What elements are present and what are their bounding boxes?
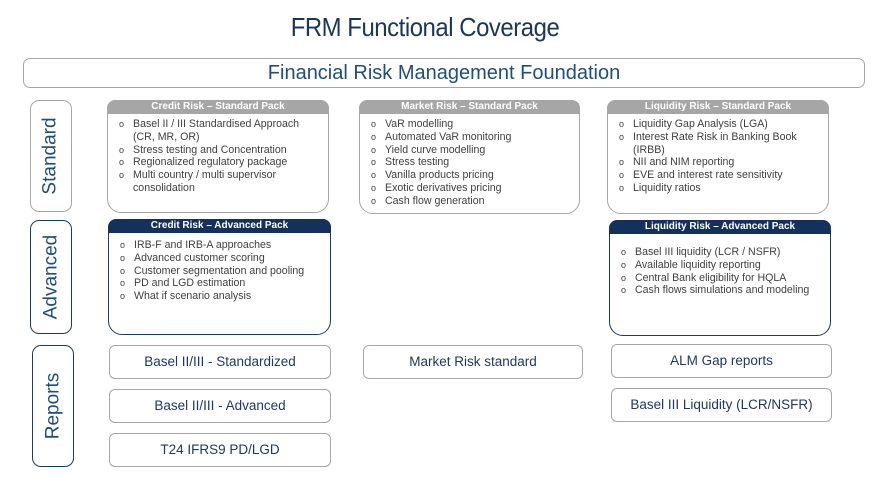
row-label-reports: Reports: [32, 345, 74, 467]
list-item: Stress testing and Concentration: [117, 144, 322, 157]
row-label-advanced-text: Advanced: [40, 234, 62, 320]
pack-liquidity-standard: Liquidity Risk – Standard Pack Liquidity…: [607, 100, 829, 214]
pack-items: IRB-F and IRB-A approaches Advanced cust…: [118, 239, 324, 303]
pack-title: Liquidity Risk – Advanced Pack: [609, 220, 831, 234]
pack-title: Market Risk – Standard Pack: [359, 100, 580, 114]
pack-credit-advanced: Credit Risk – Advanced Pack IRB-F and IR…: [108, 219, 331, 335]
pack-title: Liquidity Risk – Standard Pack: [607, 100, 829, 114]
pack-credit-standard: Credit Risk – Standard Pack Basel II / I…: [107, 100, 329, 213]
list-item: NII and NIM reporting: [617, 156, 822, 169]
list-item: Stress testing: [369, 156, 573, 169]
report-market-risk-standard: Market Risk standard: [363, 345, 583, 379]
report-basel-iii-liquidity: Basel III Liquidity (LCR/NSFR): [611, 388, 832, 422]
report-ifrs9-pd-lgd: T24 IFRS9 PD/LGD: [109, 433, 331, 467]
list-item: What if scenario analysis: [118, 290, 324, 303]
list-item: Vanilla products pricing: [369, 169, 573, 182]
list-item: Liquidity Gap Analysis (LGA): [617, 118, 822, 131]
list-item: Multi country / multi supervisor consoli…: [117, 169, 322, 195]
pack-items: Basel II / III Standardised Approach (CR…: [117, 118, 322, 195]
pack-title: Credit Risk – Standard Pack: [107, 100, 329, 114]
list-item: Customer segmentation and pooling: [118, 265, 324, 278]
list-item: Basel II / III Standardised Approach (CR…: [117, 118, 322, 144]
pack-items: VaR modelling Automated VaR monitoring Y…: [369, 118, 573, 208]
list-item: Automated VaR monitoring: [369, 131, 573, 144]
report-basel-advanced: Basel II/III - Advanced: [109, 389, 331, 423]
row-label-reports-text: Reports: [42, 372, 63, 440]
list-item: Central Bank eligibility for HQLA: [619, 272, 824, 285]
row-label-advanced: Advanced: [30, 220, 72, 334]
list-item: IRB-F and IRB-A approaches: [118, 239, 324, 252]
pack-title: Credit Risk – Advanced Pack: [108, 219, 331, 233]
list-item: Regionalized regulatory package: [117, 156, 322, 169]
report-basel-standardized: Basel II/III - Standardized: [109, 345, 331, 379]
foundation-banner: Financial Risk Management Foundation: [23, 58, 865, 88]
list-item: Cash flow generation: [369, 195, 573, 208]
pack-items: Liquidity Gap Analysis (LGA) Interest Ra…: [617, 118, 822, 195]
row-label-standard-text: Standard: [40, 117, 61, 195]
list-item: Liquidity ratios: [617, 182, 822, 195]
list-item: Cash flows simulations and modeling: [619, 284, 824, 297]
list-item: Yield curve modelling: [369, 144, 573, 157]
list-item: EVE and interest rate sensitivity: [617, 169, 822, 182]
list-item: Available liquidity reporting: [619, 259, 824, 272]
list-item: VaR modelling: [369, 118, 573, 131]
list-item: Exotic derivatives pricing: [369, 182, 573, 195]
pack-liquidity-advanced: Liquidity Risk – Advanced Pack Basel III…: [609, 220, 831, 336]
report-alm-gap: ALM Gap reports: [611, 344, 832, 378]
pack-market-standard: Market Risk – Standard Pack VaR modellin…: [359, 100, 580, 214]
pack-items: Basel III liquidity (LCR / NSFR) Availab…: [619, 246, 824, 297]
list-item: Basel III liquidity (LCR / NSFR): [619, 246, 824, 259]
list-item: Interest Rate Risk in Banking Book (IRBB…: [617, 131, 822, 157]
list-item: Advanced customer scoring: [118, 252, 324, 265]
row-label-standard: Standard: [30, 100, 72, 212]
page-title: FRM Functional Coverage: [290, 12, 560, 42]
list-item: PD and LGD estimation: [118, 277, 324, 290]
